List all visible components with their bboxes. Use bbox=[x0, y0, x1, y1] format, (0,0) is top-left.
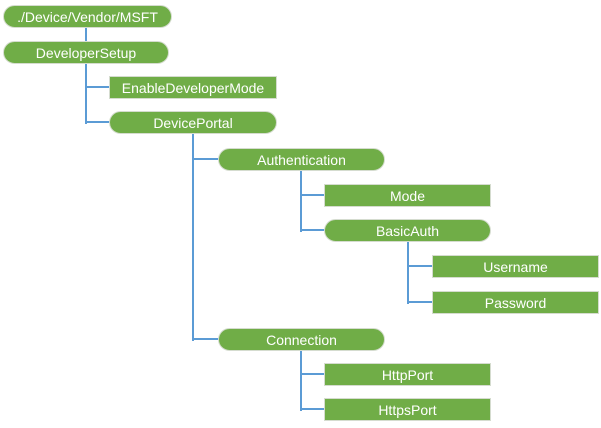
connector-connection-trunk bbox=[299, 351, 303, 411]
connector-authentication-trunk bbox=[299, 171, 303, 232]
node-root: ./Device/Vendor/MSFT bbox=[3, 5, 172, 28]
node-http-port: HttpPort bbox=[324, 363, 491, 386]
node-developer-setup: DeveloperSetup bbox=[3, 41, 169, 64]
node-mode: Mode bbox=[324, 184, 491, 207]
connector-stub-httpport bbox=[299, 372, 325, 376]
connector-stub-password bbox=[406, 300, 433, 304]
connector-stub-httpsport bbox=[299, 407, 325, 411]
connector-stub-connection bbox=[191, 337, 219, 341]
connector-root-to-developersetup bbox=[84, 27, 88, 42]
node-username: Username bbox=[432, 255, 599, 278]
connector-developersetup-trunk bbox=[84, 63, 88, 124]
connector-stub-basicauth bbox=[299, 228, 325, 232]
node-password: Password bbox=[432, 291, 599, 314]
node-connection: Connection bbox=[218, 328, 385, 351]
connector-basicauth-trunk bbox=[406, 242, 410, 304]
node-basic-auth: BasicAuth bbox=[324, 219, 491, 242]
connector-stub-mode bbox=[299, 193, 325, 197]
node-https-port: HttpsPort bbox=[324, 398, 491, 421]
connector-stub-authentication bbox=[191, 157, 219, 161]
connector-stub-username bbox=[406, 264, 433, 268]
connector-stub-deviceportal bbox=[84, 120, 110, 124]
node-device-portal: DevicePortal bbox=[109, 111, 277, 134]
node-authentication: Authentication bbox=[218, 148, 385, 171]
connector-deviceportal-trunk bbox=[191, 134, 195, 341]
node-enable-developer-mode: EnableDeveloperMode bbox=[109, 76, 277, 99]
connector-stub-enabledevelopermode bbox=[84, 85, 110, 89]
